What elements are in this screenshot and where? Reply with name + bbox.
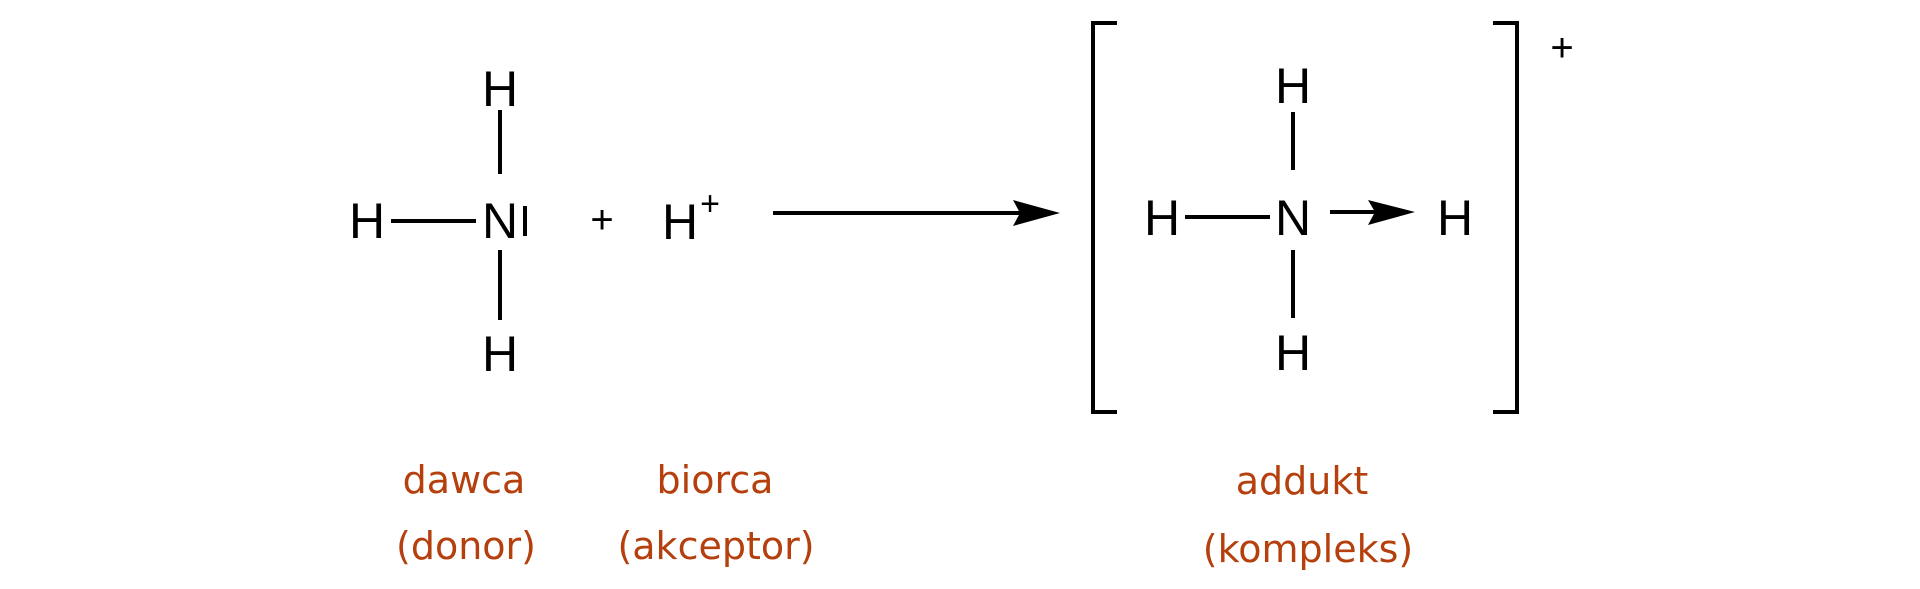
product-h-top: H [1274, 58, 1312, 114]
left-bracket [1091, 21, 1117, 414]
product-h-bottom: H [1274, 325, 1312, 381]
dative-bond-arrow [1330, 200, 1415, 225]
reaction-arrow [773, 200, 1060, 226]
donor-h-top: H [481, 61, 519, 117]
label-acceptor-en: (akceptor) [617, 524, 815, 568]
acceptor-charge: + [700, 185, 720, 223]
label-adduct-en: (kompleks) [1202, 527, 1414, 571]
donor-h-left: H [348, 193, 386, 249]
product-n-atom: N [1274, 190, 1312, 246]
label-donor-en: (donor) [396, 524, 536, 568]
donor-h-bottom: H [481, 326, 519, 382]
right-bracket [1493, 21, 1519, 414]
label-adduct-pl: addukt [1235, 459, 1369, 503]
product-charge: + [1550, 26, 1574, 70]
donor-n-atom: N [481, 193, 519, 249]
product-h-right: H [1436, 190, 1474, 246]
label-donor-pl: dawca [402, 458, 526, 502]
plus-sign: + [590, 198, 614, 242]
label-acceptor-pl: biorca [656, 458, 774, 502]
product-h-left: H [1143, 190, 1181, 246]
acceptor-h-atom: H [661, 194, 699, 250]
lone-pair-mark [523, 206, 527, 236]
